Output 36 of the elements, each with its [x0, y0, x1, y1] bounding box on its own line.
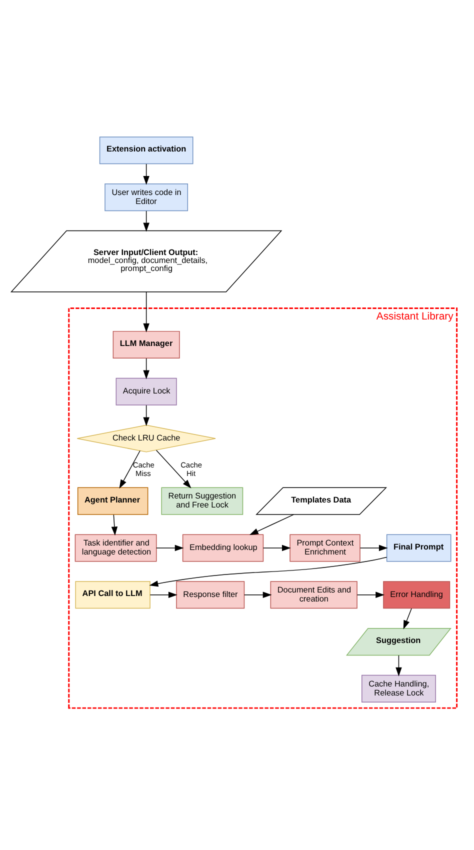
edge-label: Cache Hit — [180, 460, 202, 478]
arrow — [156, 449, 192, 488]
arrow — [119, 450, 140, 488]
node-box: Return Suggestion and Free Lock — [161, 486, 244, 514]
node-box: API Call to LLM — [75, 580, 150, 608]
arrow — [249, 514, 294, 535]
node-box: Response filter — [176, 580, 245, 608]
node-box: Acquire Lock — [116, 377, 177, 405]
arrow — [143, 291, 150, 332]
node-box: Final Prompt — [386, 534, 452, 562]
arrow — [150, 591, 178, 598]
node-box: Extension activation — [99, 136, 194, 164]
arrow — [143, 357, 150, 379]
node-box: Cache Handling, Release Lock — [362, 674, 436, 702]
arrow — [156, 544, 184, 551]
arrow — [143, 210, 150, 232]
edge-label: Cache Miss — [132, 460, 154, 478]
node-box: Document Edits and creation — [270, 580, 358, 608]
arrow — [149, 556, 388, 586]
arrow — [262, 544, 291, 551]
arrow — [244, 591, 272, 598]
node-box: Agent Planner — [77, 486, 148, 514]
arrow — [396, 654, 402, 676]
node-box: Prompt Context Enrichment — [290, 534, 360, 562]
arrow — [356, 591, 385, 598]
arrow — [143, 404, 150, 426]
arrow — [403, 608, 412, 629]
node-box: Error Handling — [383, 580, 450, 608]
node-box: User writes code in Editor — [104, 183, 188, 211]
arrow — [143, 163, 150, 184]
node-box: LLM Manager — [112, 330, 180, 358]
arrow — [360, 544, 388, 551]
node-diamond: Check LRU Cache — [76, 424, 216, 452]
arrow — [111, 514, 118, 536]
node-box: Task identifier and language detection — [74, 534, 157, 562]
node-box: Embedding lookup — [182, 534, 264, 562]
